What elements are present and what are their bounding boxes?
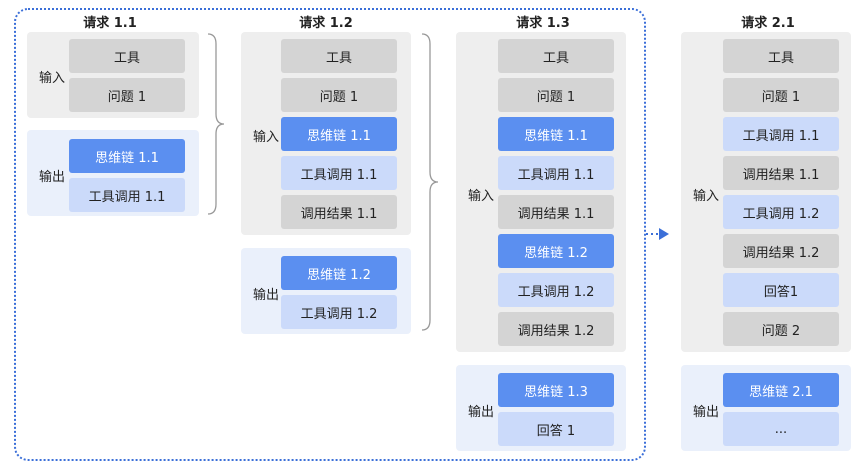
block: 调用结果 1.2	[723, 234, 839, 268]
block: 工具	[69, 39, 185, 73]
input-label: 输入	[468, 189, 495, 204]
block: 思维链 1.1	[281, 117, 397, 151]
block: 工具	[281, 39, 397, 73]
block: 回答 1	[498, 412, 614, 446]
block: 回答1	[723, 273, 839, 307]
block: 调用结果 1.1	[723, 156, 839, 190]
request-title: 请求 2.1	[741, 16, 795, 31]
output-label: 输出	[39, 170, 66, 185]
output-label: 输出	[693, 405, 720, 420]
block: 问题 1	[281, 78, 397, 112]
input-label: 输入	[693, 189, 720, 204]
block: 工具	[498, 39, 614, 73]
request-title: 请求 1.1	[83, 16, 137, 31]
block: ...	[723, 412, 839, 446]
block: 问题 1	[498, 78, 614, 112]
group-arrow-icon	[646, 228, 669, 240]
output-label: 输出	[468, 405, 495, 420]
block: 工具调用 1.2	[498, 273, 614, 307]
block: 问题 2	[723, 312, 839, 346]
block: 思维链 1.3	[498, 373, 614, 407]
block: 工具调用 1.1	[723, 117, 839, 151]
request-title: 请求 1.2	[299, 16, 353, 31]
block: 工具调用 1.2	[281, 295, 397, 329]
block: 思维链 2.1	[723, 373, 839, 407]
brace-connector-icon	[421, 33, 439, 331]
block: 工具调用 1.2	[723, 195, 839, 229]
block: 问题 1	[723, 78, 839, 112]
block: 调用结果 1.1	[281, 195, 397, 229]
block: 工具调用 1.1	[498, 156, 614, 190]
request-title: 请求 1.3	[516, 16, 570, 31]
block: 调用结果 1.2	[498, 312, 614, 346]
block: 调用结果 1.1	[498, 195, 614, 229]
block: 工具	[723, 39, 839, 73]
block: 思维链 1.1	[69, 139, 185, 173]
input-label: 输入	[39, 71, 66, 86]
input-label: 输入	[253, 130, 280, 145]
output-label: 输出	[253, 288, 280, 303]
block: 工具调用 1.1	[281, 156, 397, 190]
block: 思维链 1.2	[281, 256, 397, 290]
block: 问题 1	[69, 78, 185, 112]
block: 思维链 1.1	[498, 117, 614, 151]
block: 工具调用 1.1	[69, 178, 185, 212]
block: 思维链 1.2	[498, 234, 614, 268]
turn-1-group-border	[14, 8, 646, 461]
brace-connector-icon	[207, 33, 225, 215]
